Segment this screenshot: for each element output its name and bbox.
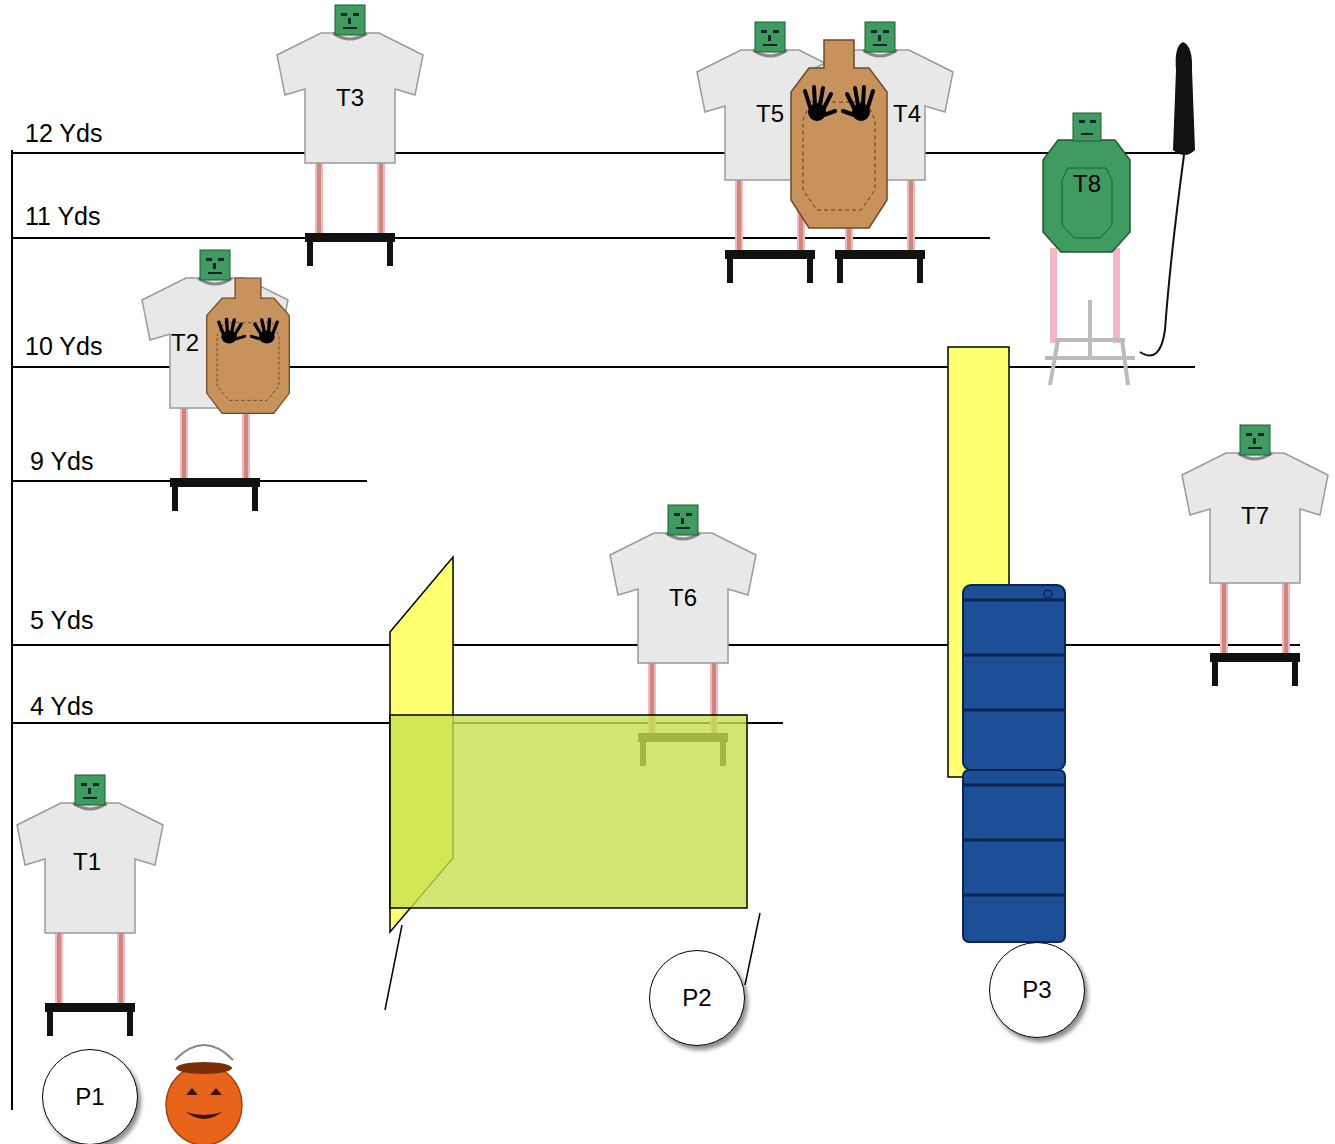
target-label: T2 [171, 331, 199, 355]
target-label-area: T3 [320, 80, 380, 116]
distance-label: 11 Yds [25, 204, 101, 229]
target-label: T7 [1241, 504, 1269, 528]
target-label-area: T6 [653, 580, 713, 616]
target-label-area: T2 [164, 325, 206, 361]
target-label-area: T8 [1060, 166, 1114, 202]
position-label: P3 [1022, 978, 1051, 1002]
target-label-area: T7 [1225, 498, 1285, 534]
distance-label: 9 Yds [30, 449, 93, 474]
target-label: T6 [669, 586, 697, 610]
position-label: P1 [75, 1085, 104, 1109]
target-label: T5 [756, 102, 784, 126]
target-label-area: T1 [57, 844, 117, 880]
target-label: T3 [336, 86, 364, 110]
target-label-area: T4 [889, 96, 925, 132]
target-label: T8 [1073, 172, 1101, 196]
shooting-position: P3 [989, 942, 1085, 1038]
shooting-position: P1 [42, 1049, 138, 1144]
target-label-area: T5 [745, 96, 795, 132]
target-label: T1 [73, 850, 101, 874]
distance-label: 5 Yds [30, 608, 93, 633]
distance-label: 4 Yds [30, 694, 93, 719]
distance-label: 10 Yds [25, 334, 102, 359]
distance-label: 12 Yds [25, 121, 102, 146]
target-label: T4 [893, 102, 921, 126]
shooting-position: P2 [649, 950, 745, 1046]
position-label: P2 [682, 986, 711, 1010]
